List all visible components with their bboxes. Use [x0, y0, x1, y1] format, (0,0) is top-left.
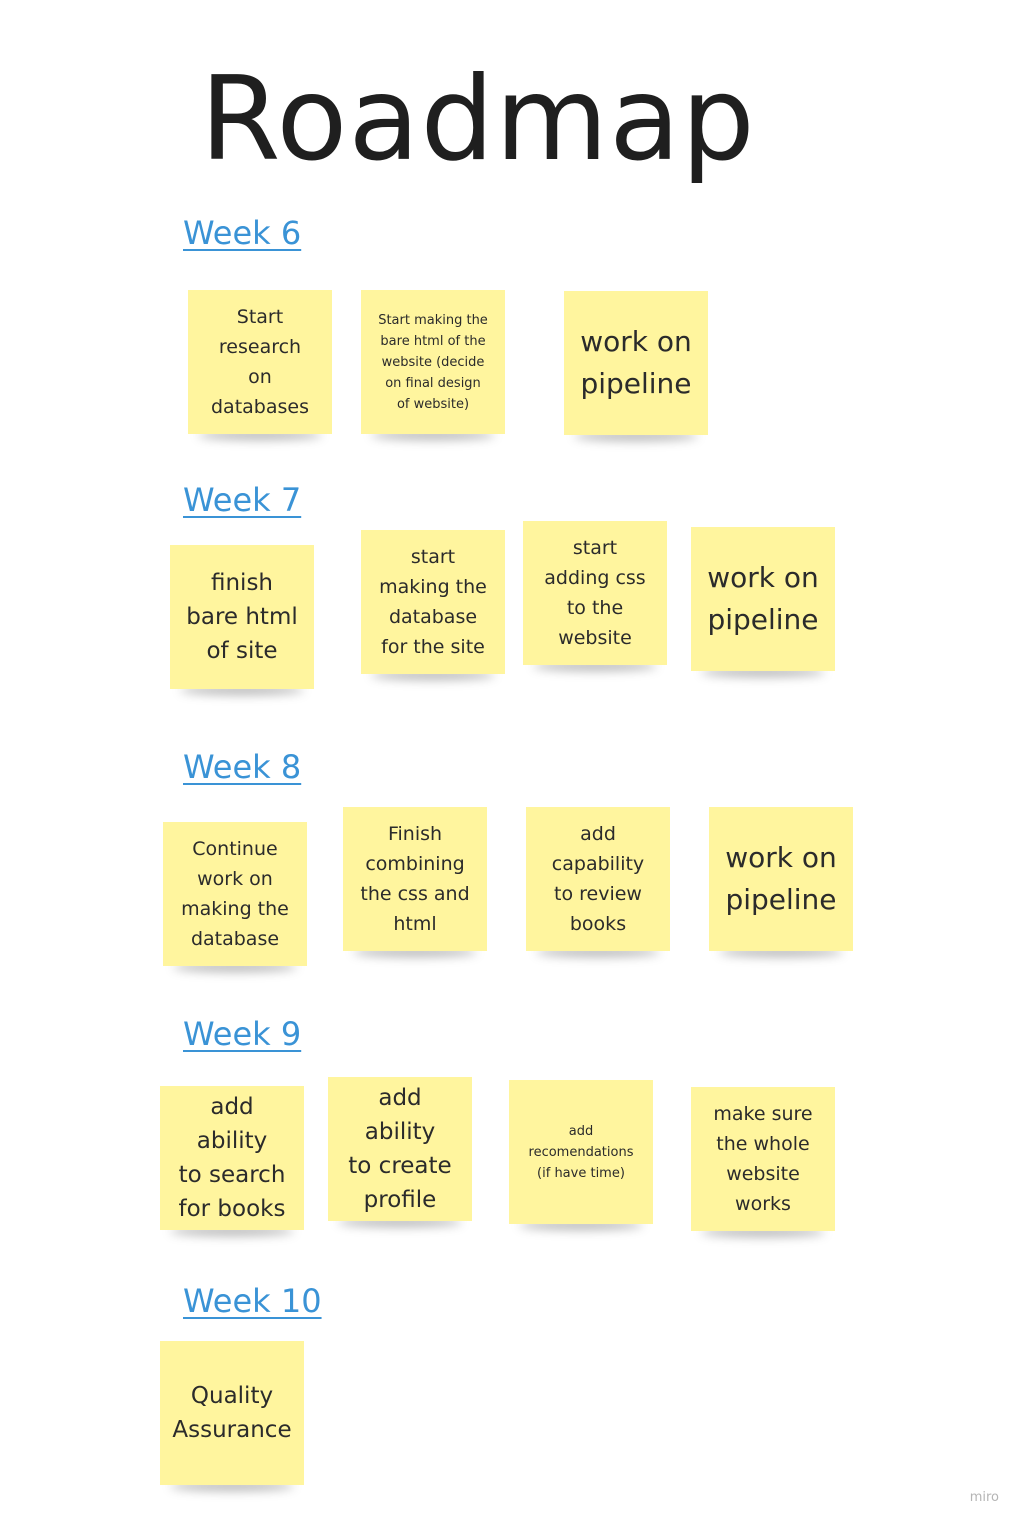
- sticky-note[interactable]: start adding css to the website: [523, 521, 667, 665]
- note-text: finish bare html of site: [186, 570, 298, 664]
- sticky-note[interactable]: work on pipeline: [709, 807, 853, 951]
- week-6-heading[interactable]: Week 6: [183, 214, 302, 252]
- sticky-note[interactable]: add ability to create profile: [328, 1077, 472, 1221]
- sticky-note[interactable]: work on pipeline: [564, 291, 708, 435]
- sticky-note[interactable]: add recomendations (if have time): [509, 1080, 653, 1224]
- note-text: start making the database for the site: [379, 546, 487, 658]
- note-text: Finish combining the css and html: [360, 823, 470, 935]
- week-9-heading[interactable]: Week 9: [183, 1015, 302, 1053]
- sticky-note[interactable]: Quality Assurance: [160, 1341, 304, 1485]
- note-text: work on pipeline: [707, 561, 819, 636]
- miro-watermark: miro: [969, 1490, 999, 1505]
- sticky-note[interactable]: Finish combining the css and html: [343, 807, 487, 951]
- week-10-heading[interactable]: Week 10: [183, 1282, 322, 1320]
- note-text: work on pipeline: [725, 841, 837, 916]
- sticky-note[interactable]: Start making the bare html of the websit…: [361, 290, 505, 434]
- note-text: add recomendations (if have time): [528, 1123, 634, 1181]
- page-title: Roadmap: [200, 52, 756, 187]
- sticky-note[interactable]: add capability to review books: [526, 807, 670, 951]
- note-text: make sure the whole website works: [713, 1103, 813, 1215]
- note-text: Start making the bare html of the websit…: [378, 312, 488, 412]
- sticky-note[interactable]: start making the database for the site: [361, 530, 505, 674]
- sticky-note[interactable]: Continue work on making the database: [163, 822, 307, 966]
- note-text: work on pipeline: [580, 325, 692, 400]
- note-text: Continue work on making the database: [181, 838, 289, 950]
- note-text: add ability to create profile: [348, 1085, 452, 1213]
- note-text: Quality Assurance: [172, 1383, 292, 1443]
- week-7-heading[interactable]: Week 7: [183, 481, 302, 519]
- note-text: Start research on databases: [211, 306, 309, 418]
- week-8-heading[interactable]: Week 8: [183, 748, 302, 786]
- note-text: add ability to search for books: [178, 1094, 286, 1222]
- note-text: add capability to review books: [551, 823, 645, 935]
- note-text: start adding css to the website: [544, 537, 646, 649]
- sticky-note[interactable]: work on pipeline: [691, 527, 835, 671]
- sticky-note[interactable]: finish bare html of site: [170, 545, 314, 689]
- sticky-note[interactable]: add ability to search for books: [160, 1086, 304, 1230]
- sticky-note[interactable]: Start research on databases: [188, 290, 332, 434]
- sticky-note[interactable]: make sure the whole website works: [691, 1087, 835, 1231]
